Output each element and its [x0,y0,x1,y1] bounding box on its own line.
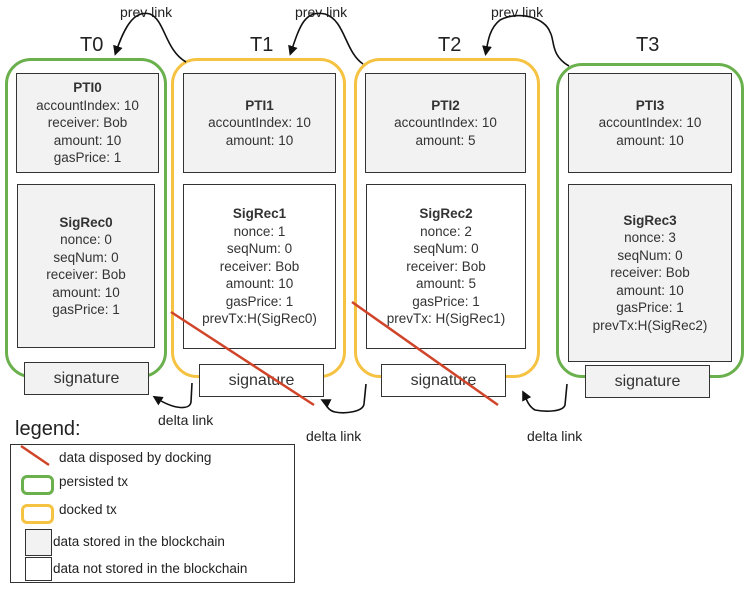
pti-title: PTI1 [245,97,274,113]
signature-label: signature [53,369,120,387]
sigrec-box-t3: SigRec3 nonce: 3 seqNum: 0 receiver: Bob… [568,184,732,362]
delta-link-label: delta link [527,428,583,444]
tx-label-t0: T0 [80,34,104,56]
sigrec-field: gasPrice: 1 [52,302,120,317]
legend-label: persisted tx [59,474,129,489]
prev-link-label: prev link [295,4,348,20]
persisted-swatch [21,475,54,495]
sigrec-field: amount: 5 [415,276,477,292]
disposed-line-swatch [20,445,50,467]
pti-field: amount: 10 [225,132,294,148]
signature-label: signature [614,372,681,390]
sigrec-field: seqNum: 0 [53,249,119,265]
legend-title: legend: [15,418,81,440]
sigrec-field: receiver: Bob [610,265,690,281]
tx-label-t1: T1 [250,34,274,56]
sigrec-title: SigRec1 [232,206,287,222]
pti-field: accountIndex: 10 [36,97,139,113]
signature-box-t1: signature [199,364,324,397]
pti-title: PTI3 [635,97,665,113]
sigrec-field: seqNum: 0 [617,247,683,263]
legend-label: data disposed by docking [59,450,212,465]
pti-title: PTI0 [73,80,102,96]
pti-box-t2: PTI2 accountIndex: 10 amount: 5 [365,73,526,173]
sigrec-field: receiver: Bob [46,267,126,282]
sigrec-title: SigRec0 [59,214,113,230]
sigrec-field: prevTx: H(SigRec1) [386,311,506,327]
sigrec-field: prevTx:H(SigRec2) [592,317,708,333]
legend-label: data stored in the blockchain [53,534,225,549]
pti-box-t0: PTI0 accountIndex: 10 receiver: Bob amou… [16,73,159,173]
pti-field: amount: 10 [616,132,684,148]
pti-field: receiver: Bob [47,115,128,131]
sigrec-field: nonce: 2 [420,223,472,239]
pti-field: accountIndex: 10 [208,115,311,131]
pti-field: accountIndex: 10 [394,115,497,131]
delta-link-arrow [522,383,568,412]
delta-link-arrow [320,383,367,414]
sigrec-field: gasPrice: 1 [225,293,294,309]
sigrec-title: SigRec2 [419,206,473,222]
sigrec-box-t1: SigRec1 nonce: 1 seqNum: 0 receiver: Bob… [183,184,336,349]
sigrec-field: gasPrice: 1 [616,300,684,316]
prev-link-label: prev link [120,4,173,20]
sigrec-field: amount: 10 [225,276,294,292]
sigrec-field: seqNum: 0 [226,241,293,257]
sigrec-field: receiver: Bob [219,258,300,274]
sigrec-field: receiver: Bob [406,258,486,274]
sigrec-field: amount: 10 [616,282,684,298]
sigrec-field: nonce: 3 [624,230,676,246]
pti-field: amount: 5 [415,132,476,148]
delta-link-arrow [152,382,193,409]
sigrec-box-t0: SigRec0 nonce: 0 seqNum: 0 receiver: Bob… [17,184,155,348]
prev-link-label: prev link [491,4,544,20]
not-stored-swatch [25,557,52,581]
sigrec-title: SigRec3 [623,212,677,228]
delta-link-label: delta link [158,412,214,428]
legend-label: data not stored in the blockchain [53,561,248,576]
signature-box-t0: signature [24,362,149,395]
sigrec-field: prevTx:H(SigRec0) [202,311,317,327]
legend-label: docked tx [59,502,117,517]
sigrec-field: seqNum: 0 [413,241,479,257]
sigrec-box-t2: SigRec2 nonce: 2 seqNum: 0 receiver: Bob… [366,184,526,349]
legend: data disposed by docking persisted tx do… [10,444,295,583]
sigrec-field: nonce: 0 [60,232,112,247]
signature-box-t2: signature [381,364,506,397]
tx-label-t3: T3 [636,34,660,56]
delta-link-label: delta link [306,428,362,444]
pti-box-t3: PTI3 accountIndex: 10 amount: 10 [568,73,732,173]
sigrec-field: amount: 10 [52,284,120,300]
pti-title: PTI2 [431,97,460,113]
prev-link-arrow [113,12,187,63]
pti-field: gasPrice: 1 [53,150,122,166]
pti-field: accountIndex: 10 [598,115,702,131]
signature-label: signature [410,371,477,389]
prev-link-arrow [288,12,364,65]
sigrec-field: nonce: 1 [233,223,286,239]
tx-label-t2: T2 [438,34,462,56]
docked-swatch [21,504,54,524]
pti-box-t1: PTI1 accountIndex: 10 amount: 10 [183,73,336,173]
sigrec-field: gasPrice: 1 [412,293,480,309]
pti-field: amount: 10 [53,132,122,148]
stored-swatch [25,529,52,556]
signature-box-t3: signature [585,365,710,398]
signature-label: signature [228,371,295,389]
